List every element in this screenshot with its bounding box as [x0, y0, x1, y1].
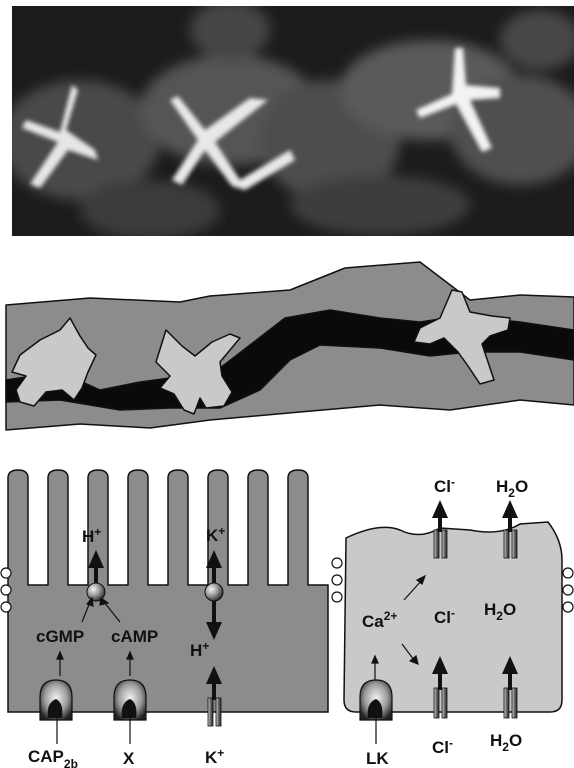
chloride-out-arrow — [432, 500, 448, 518]
left-cell-junction-circles — [1, 568, 11, 612]
right-cell-junction-circles-right — [563, 568, 573, 612]
left-cell: H+ K+ H+ cGMP cAMP — [1, 470, 328, 768]
receptor-lk — [360, 680, 392, 744]
water-out-label: H2O — [496, 477, 528, 500]
lk-label: LK — [366, 749, 389, 768]
chloride-in-label: Cl- — [432, 736, 453, 757]
receptor-x — [114, 680, 146, 744]
receptor-x-label: X — [123, 749, 135, 768]
receptor-cap2b — [40, 680, 72, 744]
right-cell-junction-circles-left — [332, 558, 342, 602]
potassium-in-label: K+ — [205, 746, 224, 767]
water-in-label: H2O — [490, 731, 522, 754]
camp-label: cAMP — [111, 627, 158, 646]
water-out-arrow — [502, 500, 518, 518]
chloride-out-label: Cl- — [434, 475, 455, 496]
right-cell: Cl- H2O Ca2+ Cl- H2O — [332, 475, 573, 768]
cell-schematic — [6, 262, 574, 430]
cap2b-label: CAP2b — [28, 747, 78, 768]
fluorescence-micrograph — [0, 0, 574, 240]
left-cell-body — [8, 470, 328, 712]
cgmp-label: cGMP — [36, 627, 84, 646]
